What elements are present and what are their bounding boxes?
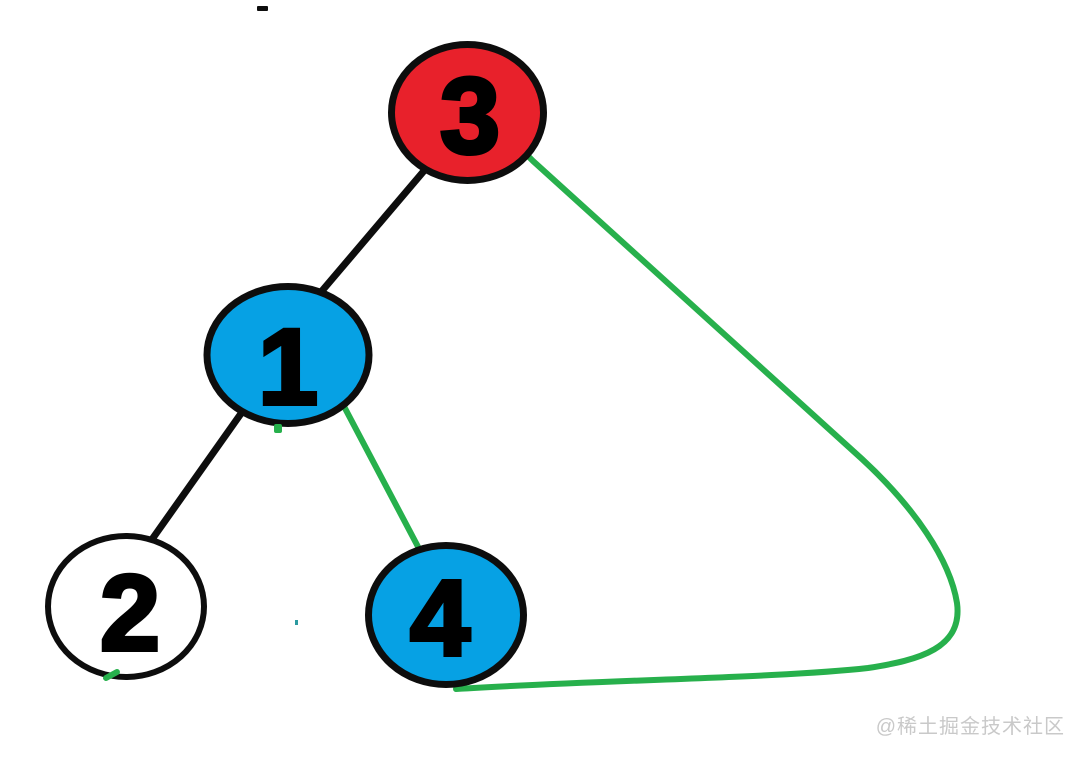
node-3-circle — [388, 41, 547, 184]
edge-1-to-4 — [335, 392, 428, 563]
node-2-label: 2 — [100, 552, 160, 673]
stray-green-dot-icon — [274, 424, 282, 433]
node-4-label: 4 — [410, 557, 470, 678]
stray-black-dash-icon — [257, 6, 268, 11]
edge-1-to-2 — [144, 394, 256, 549]
node-1-circle — [203, 283, 373, 427]
edge-3-to-1 — [306, 148, 444, 309]
stray-teal-dot-icon — [295, 620, 298, 625]
node-2-circle — [45, 533, 207, 680]
edge-3-to-4-loop — [453, 145, 961, 692]
stray-green-dab-icon — [103, 669, 120, 681]
node-4-circle — [365, 542, 527, 688]
node-1-label: 1 — [258, 306, 318, 427]
watermark: @稀土掘金技术社区 — [876, 715, 1065, 738]
node-3-label: 3 — [440, 55, 500, 176]
